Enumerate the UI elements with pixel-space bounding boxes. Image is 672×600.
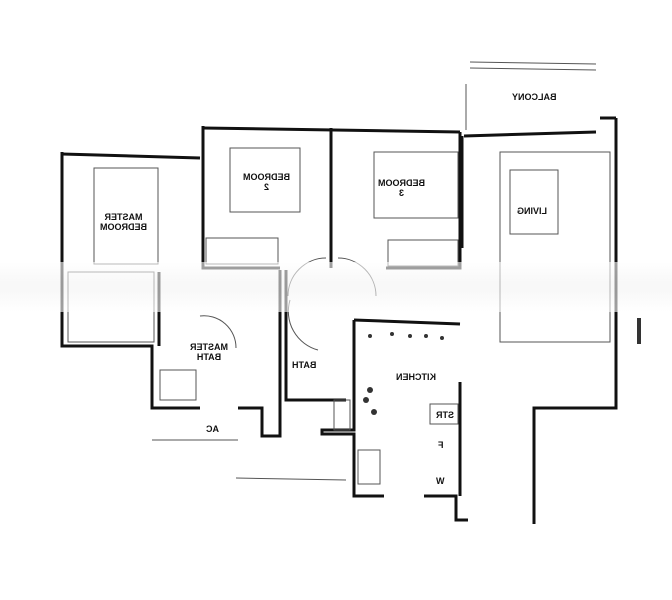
wall-master-bath-right bbox=[238, 270, 282, 438]
room-label-kitchen: KITCHEN bbox=[396, 372, 436, 382]
room-label-bath: BATH bbox=[292, 360, 317, 370]
room-label-living: LIVING bbox=[517, 206, 548, 216]
wall-kitchen bbox=[320, 320, 384, 498]
room-label-washer: W bbox=[436, 476, 445, 486]
wall-bath bbox=[284, 270, 346, 402]
room-label-store: STR bbox=[436, 410, 454, 420]
wall-living-top bbox=[463, 130, 597, 138]
wall-right bbox=[532, 118, 618, 524]
room-label-ac: AC bbox=[206, 424, 219, 434]
room-label-balcony: BALCONY bbox=[512, 92, 557, 102]
room-label-fridge: F bbox=[438, 440, 444, 450]
room-label-master-bath: MASTER BATH bbox=[190, 342, 228, 362]
room-label-bedroom-2: BEDROOM 2 bbox=[243, 172, 290, 192]
wall-top-master bbox=[61, 152, 201, 160]
room-label-master-bedroom: MASTER BEDROOM bbox=[100, 212, 147, 232]
scan-artifact-band bbox=[0, 262, 672, 312]
wall-bed2-left bbox=[201, 126, 280, 270]
room-label-bedroom-3: BEDROOM 3 bbox=[378, 178, 425, 198]
